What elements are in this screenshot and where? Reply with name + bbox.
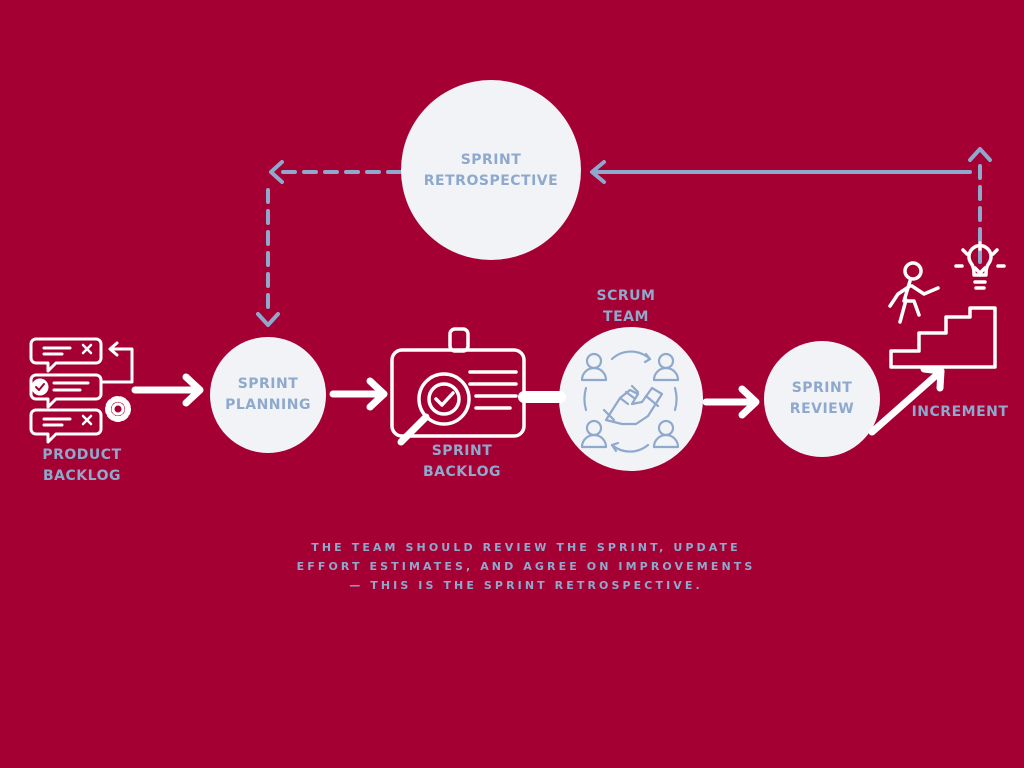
flow-arrows: [131, 365, 945, 436]
planning-down-arrowhead: [256, 312, 280, 327]
retrospective-label-line1: SPRINT: [460, 152, 522, 168]
loop-up-arrowhead: [968, 147, 992, 162]
retrospective-label: SPRINT RETROSPECTIVE: [401, 150, 581, 192]
planning-label: SPRINT PLANNING: [210, 374, 326, 416]
review-to-increment-line: [868, 368, 944, 436]
sprint-backlog-label-line2: BACKLOG: [423, 464, 501, 480]
caption: THE TEAM SHOULD REVIEW THE SPRINT, UPDAT…: [262, 538, 790, 595]
id-card-magnifier-icon: [390, 327, 526, 446]
increment-label: INCREMENT: [906, 402, 1014, 423]
chat-bubbles-gear-icon: [29, 337, 134, 444]
caption-line2: EFFORT ESTIMATES, AND AGREE ON IMPROVEME…: [296, 560, 756, 573]
product-backlog-label-line1: PRODUCT: [42, 447, 122, 463]
scrum-team-label: SCRUM TEAM: [576, 286, 676, 328]
planning-circle: [210, 337, 326, 453]
retrospective-arrowhead: [590, 160, 606, 184]
sprint-backlog-label-line1: SPRINT: [431, 443, 493, 459]
retrospective-label-line2: RETROSPECTIVE: [423, 173, 559, 189]
backlog-to-planning-arrowhead: [182, 373, 204, 407]
left-arrowhead: [269, 160, 284, 184]
retrospective-circle: [401, 80, 581, 260]
caption-line1: THE TEAM SHOULD REVIEW THE SPRINT, UPDAT…: [311, 541, 741, 554]
review-label-line1: SPRINT: [791, 380, 853, 396]
increment-label-text: INCREMENT: [911, 404, 1009, 420]
team-to-review-arrowhead: [738, 385, 760, 419]
feedback-loop: [256, 147, 992, 327]
sprint-backlog-label: SPRINT BACKLOG: [402, 441, 522, 483]
product-backlog-label: PRODUCT BACKLOG: [22, 445, 142, 487]
caption-line3: — THIS IS THE SPRINT RETROSPECTIVE.: [349, 579, 703, 592]
review-to-increment-arrowhead: [920, 365, 945, 392]
product-backlog-label-line2: BACKLOG: [43, 468, 121, 484]
planning-to-sprint-backlog-arrowhead: [366, 377, 388, 411]
planning-label-line2: PLANNING: [225, 397, 311, 413]
planning-label-line1: SPRINT: [237, 376, 299, 392]
scrum-team-circle: [559, 327, 703, 471]
handshake-team-icon: [580, 350, 680, 453]
review-label: SPRINT REVIEW: [764, 378, 880, 420]
scrum-team-label-line2: TEAM: [603, 309, 649, 325]
review-label-line2: REVIEW: [789, 401, 855, 417]
person-climbing-stairs-lightbulb-icon: [888, 241, 1006, 369]
scrum-team-label-line1: SCRUM: [596, 288, 656, 304]
review-circle: [764, 341, 880, 457]
